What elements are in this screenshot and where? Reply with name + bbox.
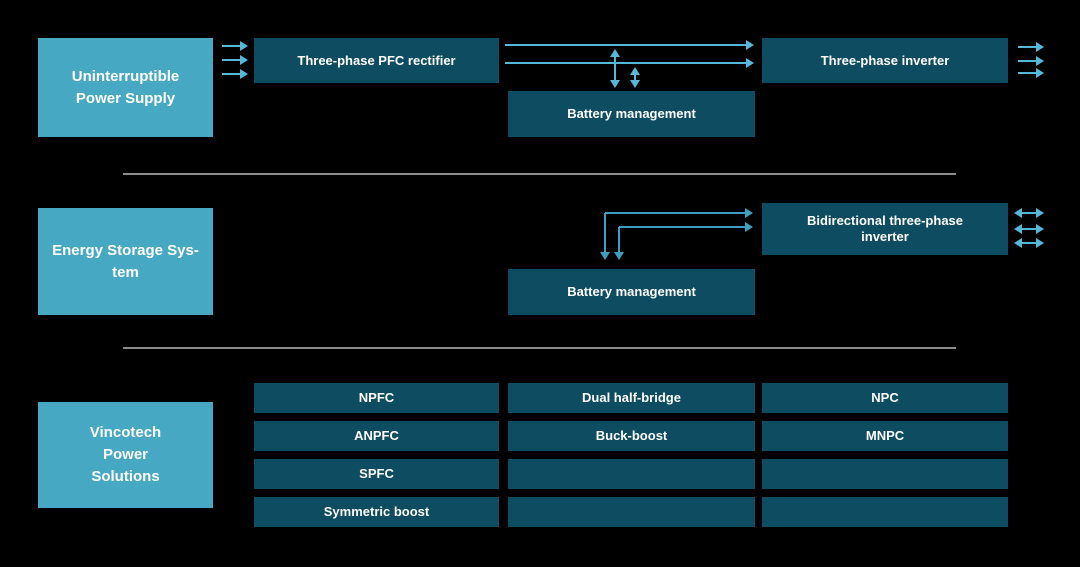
topology-cell-mnpc: MNPC <box>762 421 1008 451</box>
arrow-right-icon <box>1018 42 1044 52</box>
arrow-elbow-icon <box>600 213 610 260</box>
arrow-double-vertical-icon <box>610 49 620 88</box>
topology-cell-empty <box>762 497 1008 527</box>
arrow-right-icon <box>222 55 248 65</box>
topology-cell-npc: NPC <box>762 383 1008 413</box>
topology-cell-label: SPFC <box>359 466 394 481</box>
topology-cell-spfc: SPFC <box>254 459 499 489</box>
ups-rectifier-box: Three-phase PFC rectifier <box>254 38 499 83</box>
ess-label-line2: tem <box>112 263 139 281</box>
ups-battery-label: Battery management <box>567 106 696 121</box>
arrow-elbow-icon <box>614 227 624 260</box>
topology-cell-anpfc: ANPFC <box>254 421 499 451</box>
topology-cell-dual-half-bridge: Dual half-bridge <box>508 383 755 413</box>
arrow-elbow-icon <box>619 222 753 232</box>
ups-inverter-label: Three-phase inverter <box>820 52 950 68</box>
ups-battery-box: Battery management <box>508 91 755 137</box>
ups-label: Uninterruptible Power Supply <box>71 67 180 107</box>
solutions-label-line1: Vincotech <box>89 424 162 441</box>
arrow-double-horizontal-icon <box>1014 238 1044 248</box>
arrow-right-icon <box>1018 56 1044 66</box>
ess-inverter-line1: Bidirectional three-phase <box>806 213 964 228</box>
arrow-double-horizontal-icon <box>1014 208 1044 218</box>
solutions-label-line3: Solutions <box>91 468 160 485</box>
ess-label-box: Energy Storage Sys- tem <box>38 208 213 315</box>
topology-cell-npfc: NPFC <box>254 383 499 413</box>
solutions-label-box: Vincotech Power Solutions <box>38 402 213 508</box>
topology-cell-empty <box>762 459 1008 489</box>
topology-cell-empty <box>508 497 755 527</box>
ess-inverter-line2: inverter <box>861 229 909 244</box>
topology-cell-label: MNPC <box>865 428 905 443</box>
arrow-double-vertical-icon <box>630 67 640 88</box>
ups-rectifier-label: Three-phase PFC rectifier <box>297 52 456 68</box>
topology-cell-label: Buck-boost <box>595 428 668 443</box>
arrow-right-icon <box>222 41 248 51</box>
section-divider <box>123 173 956 175</box>
ups-inverter-box: Three-phase inverter <box>762 38 1008 83</box>
arrow-right-icon <box>1018 68 1044 78</box>
topology-cell-buck-boost: Buck-boost <box>508 421 755 451</box>
arrow-right-icon <box>505 58 754 68</box>
topology-cell-symmetric-boost: Symmetric boost <box>254 497 499 527</box>
arrow-right-icon <box>222 69 248 79</box>
topology-cell-label: Dual half-bridge <box>582 390 681 405</box>
ess-battery-label: Battery management <box>567 284 696 299</box>
topology-cell-label: Symmetric boost <box>323 504 430 519</box>
topology-cell-empty <box>508 459 755 489</box>
solutions-label-line2: Power <box>102 446 148 463</box>
ess-inverter-box: Bidirectional three-phase inverter <box>762 203 1008 255</box>
topology-cell-label: NPFC <box>358 390 395 405</box>
ess-battery-box: Battery management <box>508 269 755 315</box>
ups-label-box: Uninterruptible Power Supply <box>38 38 213 137</box>
arrow-right-icon <box>505 40 754 50</box>
ess-label-line1: Energy Storage Sys- <box>52 241 199 259</box>
arrow-elbow-icon <box>605 208 753 218</box>
arrow-double-horizontal-icon <box>1014 224 1044 234</box>
topology-cell-label: NPC <box>871 390 899 405</box>
section-divider <box>123 347 956 349</box>
topology-cell-label: ANPFC <box>354 428 399 443</box>
